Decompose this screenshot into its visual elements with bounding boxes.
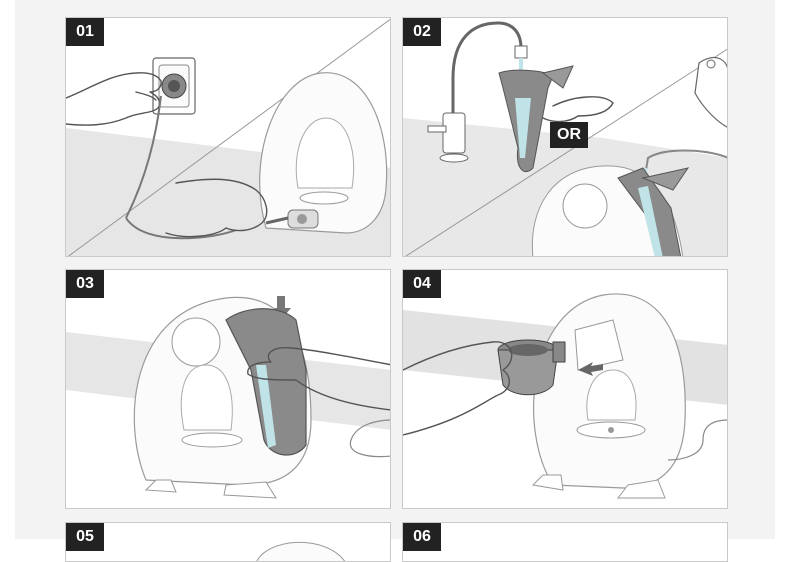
step-number-badge: 01 — [66, 18, 104, 46]
coffee-machine-icon — [531, 293, 686, 499]
step-05-illustration — [256, 541, 345, 561]
step-number-badge: 02 — [403, 18, 441, 46]
step-panel-04: 04 — [402, 269, 728, 509]
hand-icon — [66, 72, 162, 126]
step-number-badge: 03 — [66, 270, 104, 298]
step-panel-03: 03 — [65, 269, 391, 509]
step-02-illustration — [403, 21, 727, 256]
step-number-badge: 06 — [403, 523, 441, 551]
water-tank-icon — [225, 308, 307, 456]
coffee-machine-icon — [259, 72, 388, 234]
step-number-badge: 04 — [403, 270, 441, 298]
step-number-badge: 05 — [66, 523, 104, 551]
left-arrow-icon — [578, 362, 603, 376]
step-panel-05: 05 — [65, 522, 391, 562]
step-01-illustration — [66, 18, 390, 256]
hand-icon — [165, 178, 289, 238]
step-04-illustration — [403, 293, 727, 499]
water-tank-icon — [498, 65, 574, 173]
water-bottle-icon — [694, 56, 727, 128]
step-03-illustration — [66, 296, 390, 499]
coffee-machine-icon — [531, 165, 690, 256]
step-panel-01: 01 — [65, 17, 391, 257]
wall-socket-icon — [152, 57, 196, 115]
instruction-sheet: 01 — [15, 0, 775, 562]
faucet-icon — [427, 21, 528, 163]
step-panel-02: 02 — [402, 17, 728, 257]
or-badge: OR — [550, 122, 588, 148]
step-panel-06: 06 — [402, 522, 728, 562]
capsule-holder-icon — [497, 339, 566, 396]
